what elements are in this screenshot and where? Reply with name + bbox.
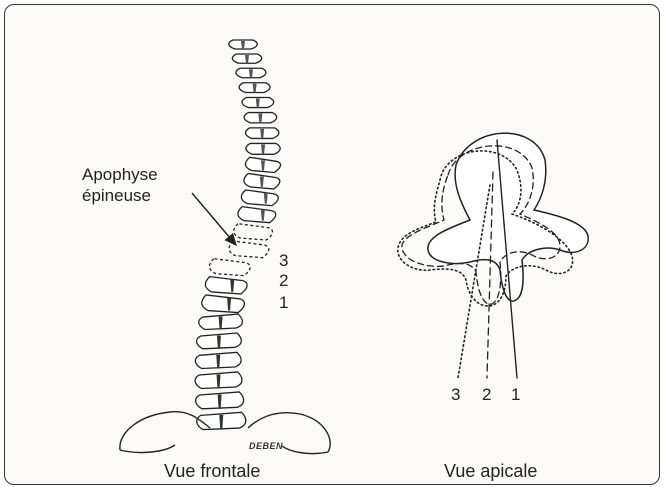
arrow-spinous-process: [192, 193, 236, 245]
vertebra: [242, 98, 274, 108]
vertebra: [197, 333, 242, 349]
caption-frontal: Vue frontale: [164, 461, 260, 481]
vertebra: [245, 128, 278, 139]
vertebra: [209, 259, 250, 276]
vertebra: [196, 392, 244, 409]
vertebra: [195, 352, 241, 368]
vertebra: [197, 412, 246, 429]
vertebra: [236, 68, 266, 78]
vertebra: [195, 372, 242, 389]
frontal-position-3: 3: [279, 252, 288, 270]
spine-frontal: [195, 40, 280, 430]
vertebra-apical: [398, 133, 588, 378]
vertebra: [229, 40, 258, 49]
vertebra: [234, 224, 273, 240]
apical-position-1: 1: [511, 386, 520, 404]
vertebra: [244, 173, 280, 188]
frontal-position-2: 2: [279, 272, 288, 290]
vertebra: [199, 314, 243, 329]
artist-signature: DEBEN: [249, 441, 283, 451]
vertebra: [245, 157, 280, 172]
vertebra: [232, 54, 261, 63]
frontal-position-1: 1: [279, 294, 288, 312]
vertebra: [246, 143, 280, 154]
label-epineuse: épineuse: [82, 186, 151, 206]
label-apophyse: Apophyse: [82, 165, 158, 185]
apical-position-2: 2: [482, 386, 491, 404]
vertebra: [202, 295, 245, 313]
vertebra: [238, 207, 276, 223]
caption-apical: Vue apicale: [444, 461, 537, 481]
vertebra: [239, 83, 270, 93]
vertebra: [241, 190, 278, 206]
apical-position-3: 3: [451, 386, 460, 404]
vertebra: [244, 113, 277, 123]
vertebra: [205, 277, 247, 294]
